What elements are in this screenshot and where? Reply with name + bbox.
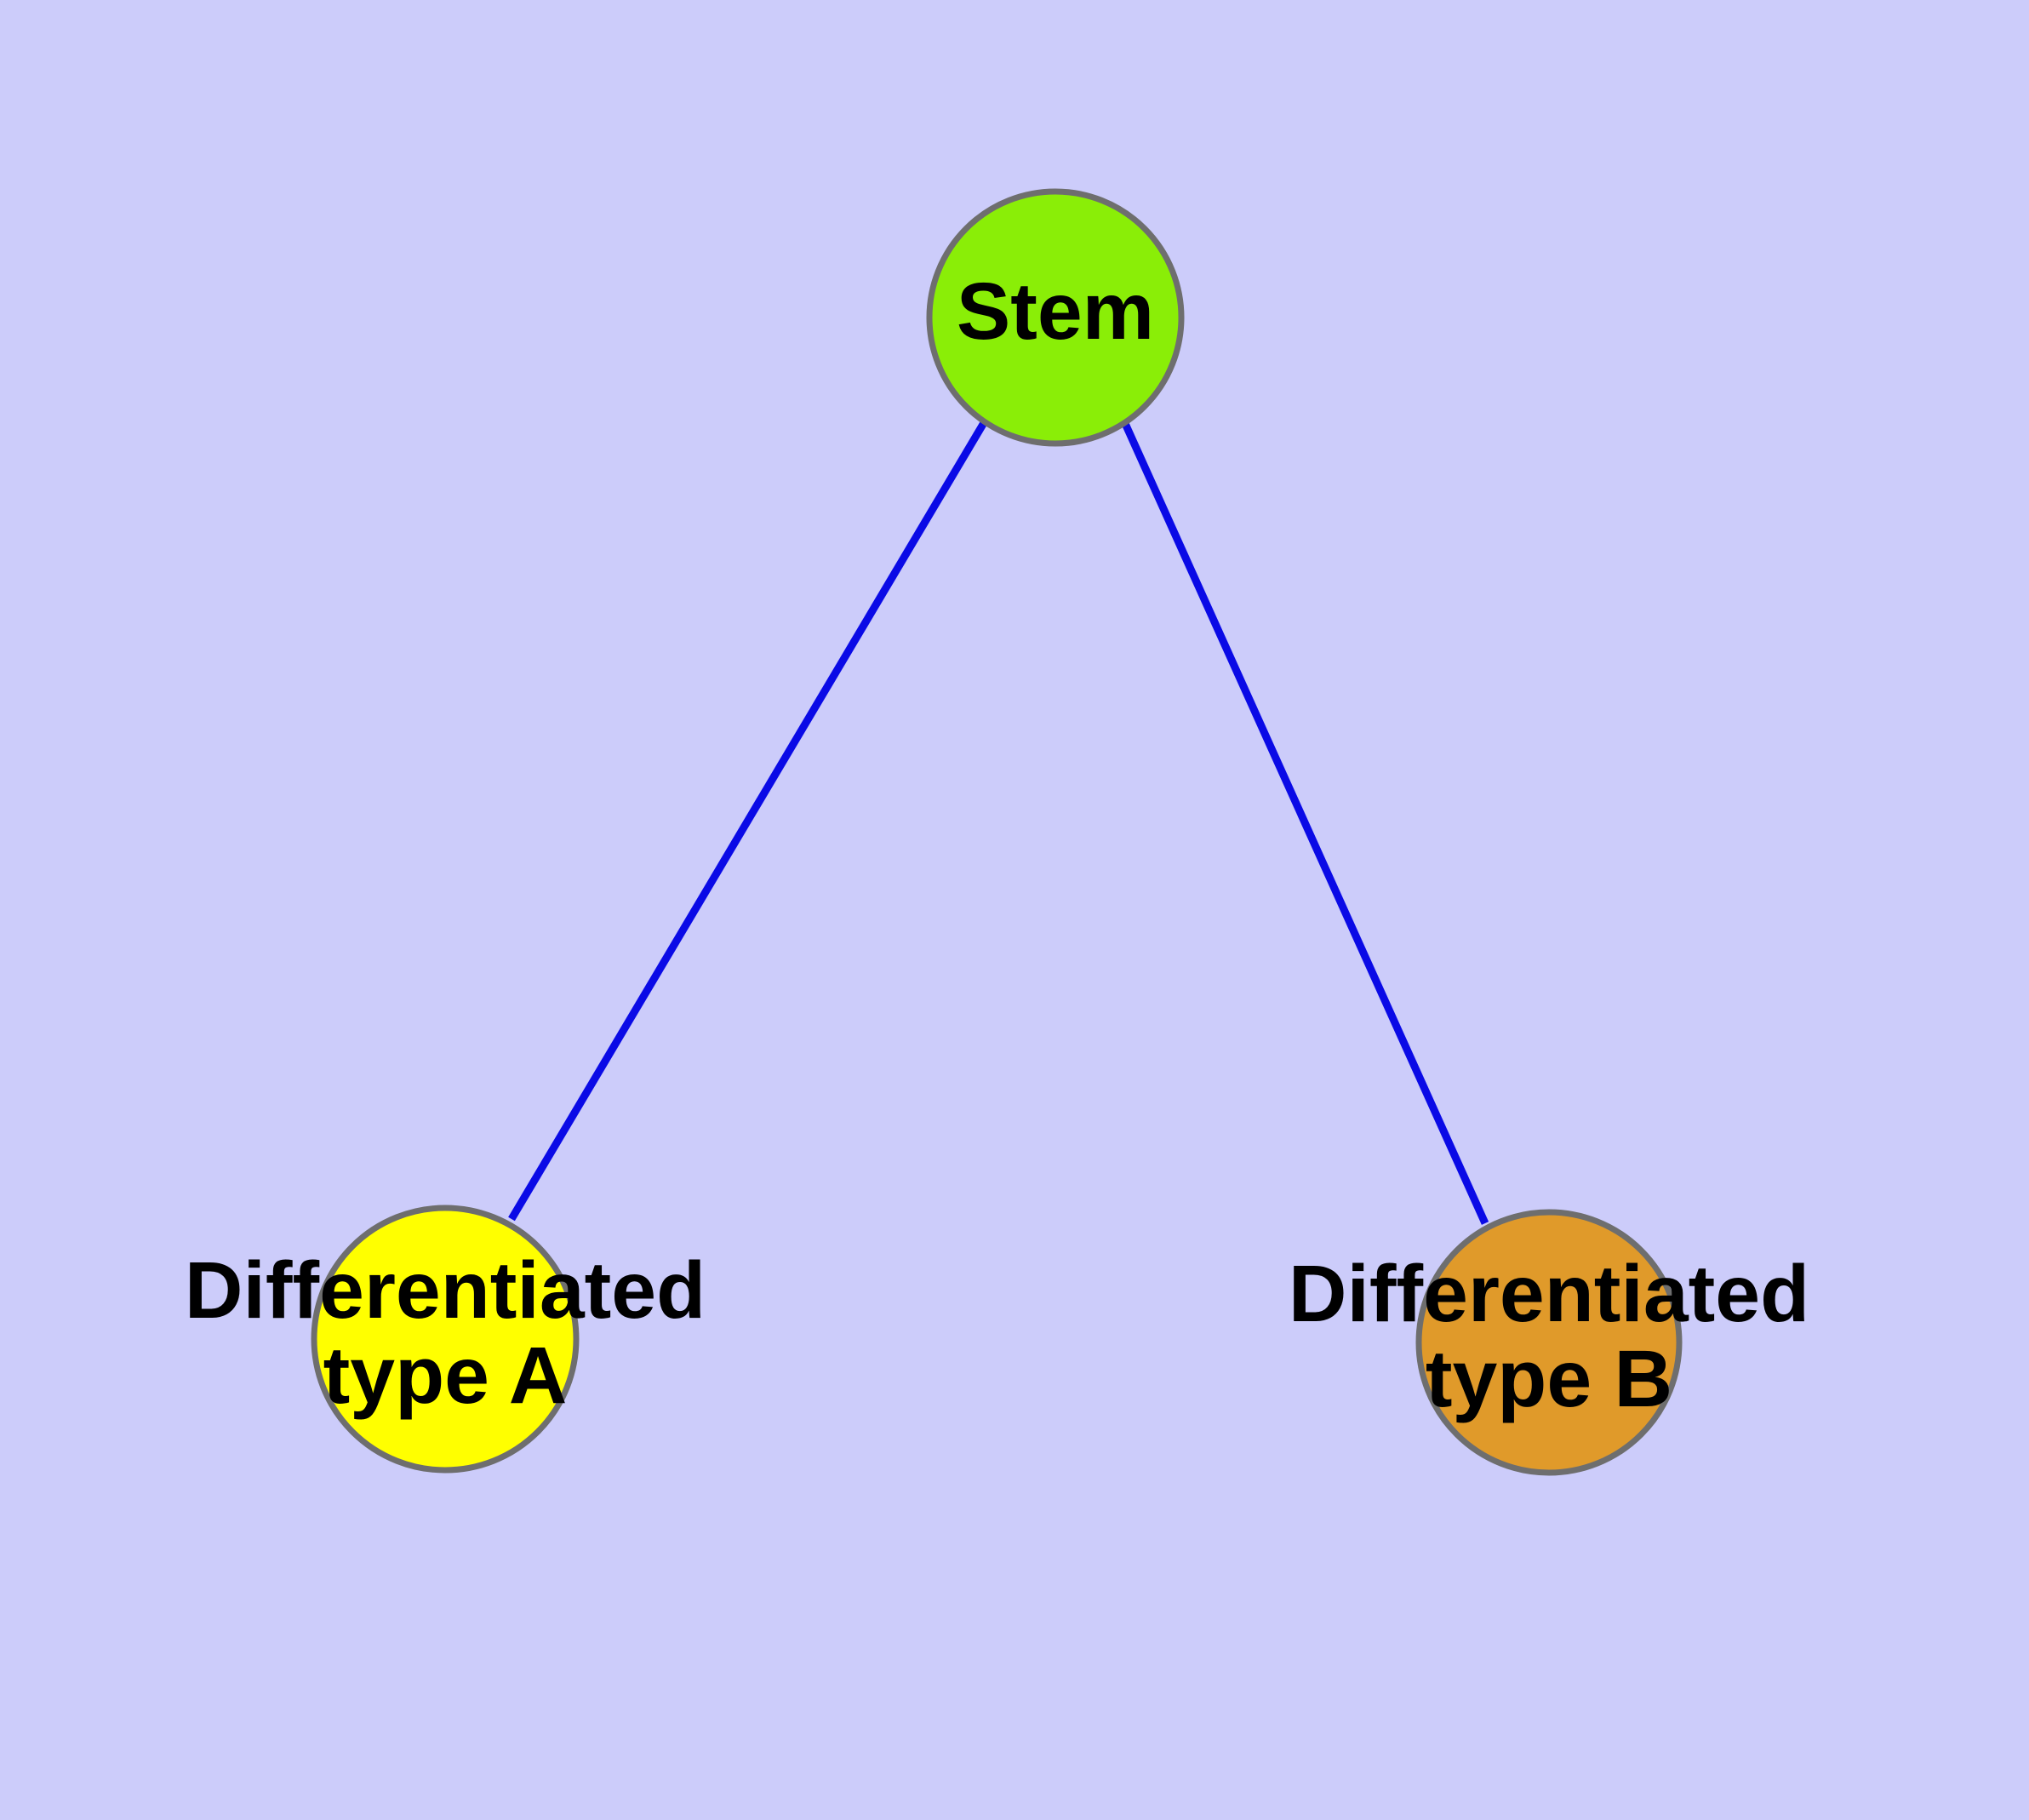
node-label-line: type B	[1426, 1334, 1672, 1424]
node-label-line: Differentiated	[1289, 1249, 1809, 1339]
node-stem[interactable]	[926, 188, 1185, 447]
node-label-line: Stem	[957, 266, 1154, 357]
node-diff_b[interactable]	[1415, 1209, 1683, 1476]
node-label-line: Differentiated	[185, 1245, 706, 1336]
edge-stem-to-diff-a[interactable]	[508, 419, 988, 1222]
edges-layer	[508, 418, 1489, 1225]
edge-stem-to-diff-b[interactable]	[1119, 418, 1489, 1225]
nodes-layer	[311, 188, 1683, 1476]
node-diff_a[interactable]	[311, 1205, 580, 1474]
node-label-stem: Stem	[957, 266, 1154, 357]
node-label-line: type A	[323, 1331, 568, 1421]
